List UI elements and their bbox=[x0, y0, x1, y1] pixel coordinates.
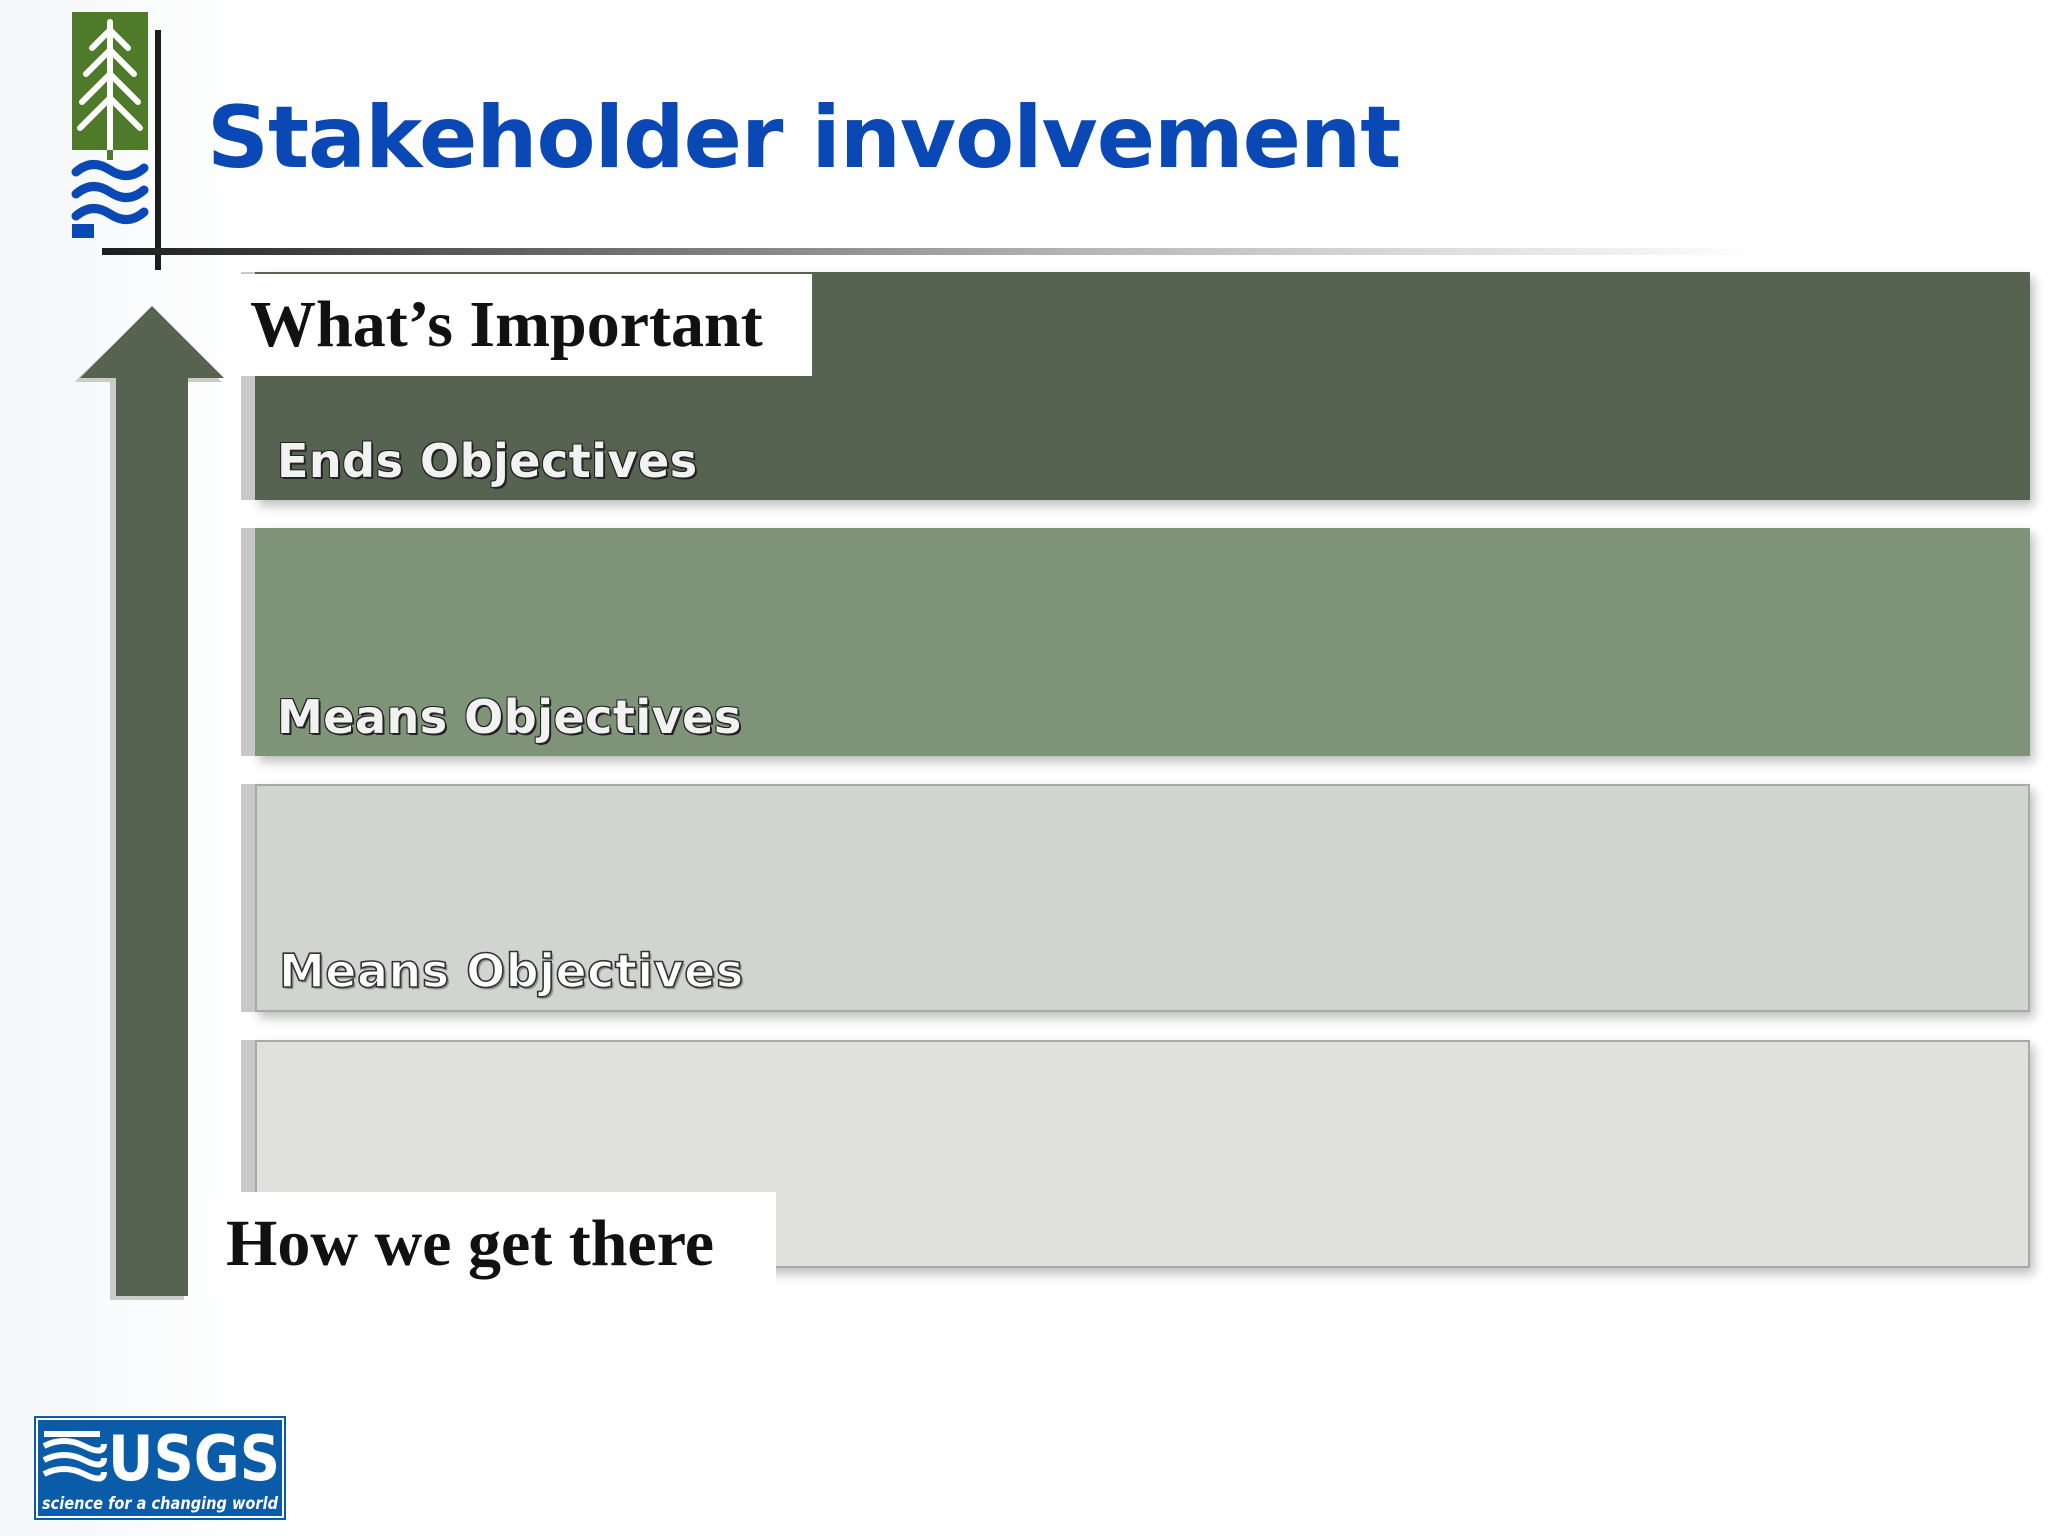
callout-whats-important: What’s Important bbox=[232, 274, 812, 376]
band-label: Ends Objectives bbox=[277, 434, 698, 488]
svg-text:USGS: USGS bbox=[108, 1422, 280, 1495]
band-label: Means Objectives bbox=[278, 943, 744, 999]
header-horizontal-rule bbox=[102, 248, 1762, 255]
svg-text:science for a changing world: science for a changing world bbox=[42, 1494, 279, 1514]
tree-and-water-icon bbox=[71, 12, 149, 238]
band-means-objectives-2: Means Objectives bbox=[255, 784, 2030, 1012]
header-vertical-rule bbox=[155, 30, 161, 270]
slide-title: Stakeholder involvement bbox=[207, 88, 1401, 188]
usgs-logo: USGS science for a changing world bbox=[34, 1416, 286, 1520]
band-label: Means Objectives bbox=[277, 690, 742, 744]
callout-how-we-get-there: How we get there bbox=[208, 1192, 776, 1296]
band-means-objectives-1: Means Objectives bbox=[255, 528, 2030, 756]
up-arrow-icon bbox=[76, 306, 224, 1300]
